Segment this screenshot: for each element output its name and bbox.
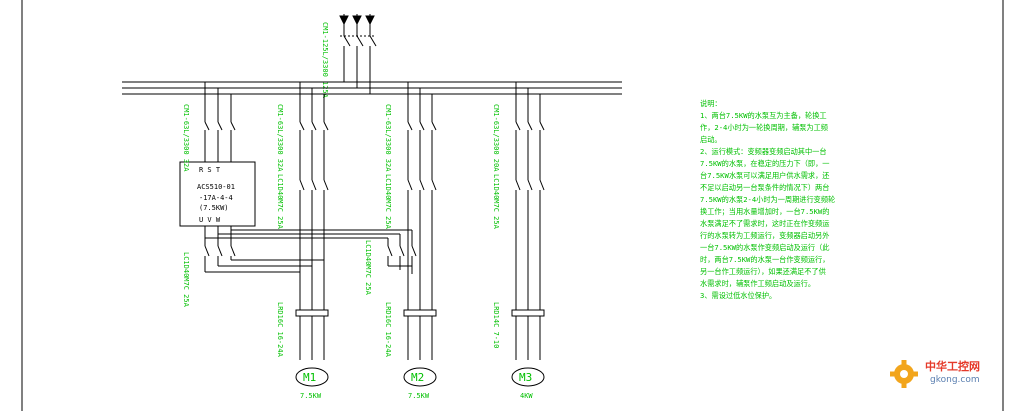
m3-contactor-label: LC1D40M7C 25A [492, 174, 500, 230]
m2-contactor-label: LC1D40M7C 25A [384, 174, 392, 230]
supply-arrows [339, 14, 375, 36]
notes-line: 7.5KW的水泵，在稳定的压力下（即，一 [700, 159, 829, 168]
inverter-model-1: ACS510-01 [197, 183, 235, 191]
inverter-output-terminals: U V W [199, 216, 221, 224]
branch-m1 [295, 82, 329, 360]
notes-line: 说明： [700, 99, 722, 108]
branch-m2 [403, 82, 437, 360]
inverter-feeder [179, 82, 256, 272]
inverter-model-2: -17A-4-4 [199, 194, 233, 202]
notes-line: 3、需设过低水位保护。 [700, 291, 776, 300]
notes-line: 作，2-4小时为一轮换周期，辅泵为工频 [700, 123, 828, 132]
inverter-input-terminals: R S T [199, 166, 221, 174]
motor-m1-label: M1 [303, 371, 316, 384]
branch-m3 [511, 82, 545, 360]
motor-m2-label: M2 [411, 371, 424, 384]
m2-breaker-label: CM1-63L/3300 32A [384, 104, 392, 172]
m3-relay-label: LRD14C 7-10 [492, 302, 500, 348]
notes-line: 2、运行模式：变频器变频启动其中一台 [700, 147, 827, 156]
watermark-brand: 中华工控网 [925, 359, 980, 373]
notes-line: 台7.5KW水泵可以满足用户供水需求，还 [700, 171, 829, 180]
inverter-breaker-label: CM1-63L/3300 32A [182, 104, 190, 172]
busbars [122, 81, 622, 95]
notes-line: 一台7.5KW的水泵作变频启动及运行（此 [700, 243, 829, 252]
notes-line: 水泵满足不了需求时，这时正在作变频运 [700, 219, 829, 228]
motor-m2-power: 7.5KW [408, 392, 430, 400]
inverter-contactor-label: LC1D40M7C 25A [182, 252, 190, 308]
notes-line: 换工作；当用水量增加时，一台7.5KW的 [700, 207, 829, 216]
vfd-output-wiring [205, 229, 417, 274]
gear-icon [890, 360, 918, 388]
motor-m1-power: 7.5KW [300, 392, 322, 400]
notes-line: 时，两台7.5KW的水泵一台作变频运行， [700, 255, 829, 264]
notes-line: 1、两台7.5KW的水泵互为主备，轮换工 [700, 111, 827, 120]
notes-line: 水需求时，辅泵作工频启动及运行。 [700, 279, 815, 288]
main-breaker [340, 35, 377, 94]
motor-m3 [511, 367, 545, 387]
m1-contactor-label: LC1D40M7C 25A [276, 174, 284, 230]
m1-breaker-label: CM1-63L/3300 32A [276, 104, 284, 172]
watermark: 中华工控网 gkong.com [890, 359, 980, 388]
notes-line: 另一台作工频运行），如果还满足不了供 [700, 267, 826, 276]
m2-vfd-contactor-label: LC1D40M7C 25A [364, 240, 372, 296]
notes-line: 7.5KW的水泵2-4小时为一周期进行变频轮 [700, 195, 835, 204]
frame [21, 0, 1004, 411]
motor-m3-power: 4KW [520, 392, 533, 400]
inverter-model-3: (7.5KW) [199, 204, 229, 212]
notes-block: 说明： 1、两台7.5KW的水泵互为主备，轮换工 作，2-4小时为一轮换周期，辅… [700, 99, 835, 300]
motor-m1 [295, 367, 329, 387]
m2-relay-label: LRD16C 16-24A [384, 302, 392, 358]
motor-m2 [403, 367, 437, 387]
watermark-url: gkong.com [930, 375, 980, 385]
m1-relay-label: LRD16C 16-24A [276, 302, 284, 358]
notes-line: 不足以启动另一台泵条件的情况下）两台 [700, 183, 829, 192]
notes-line: 启动。 [700, 135, 722, 144]
main-breaker-label: CM1-125L/3300 125A [321, 22, 329, 99]
m3-breaker-label: CM1-63L/3300 20A [492, 104, 500, 172]
notes-line: 行的水泵转为工频运行，变频器启动另外 [700, 231, 829, 240]
motor-m3-label: M3 [519, 371, 532, 384]
